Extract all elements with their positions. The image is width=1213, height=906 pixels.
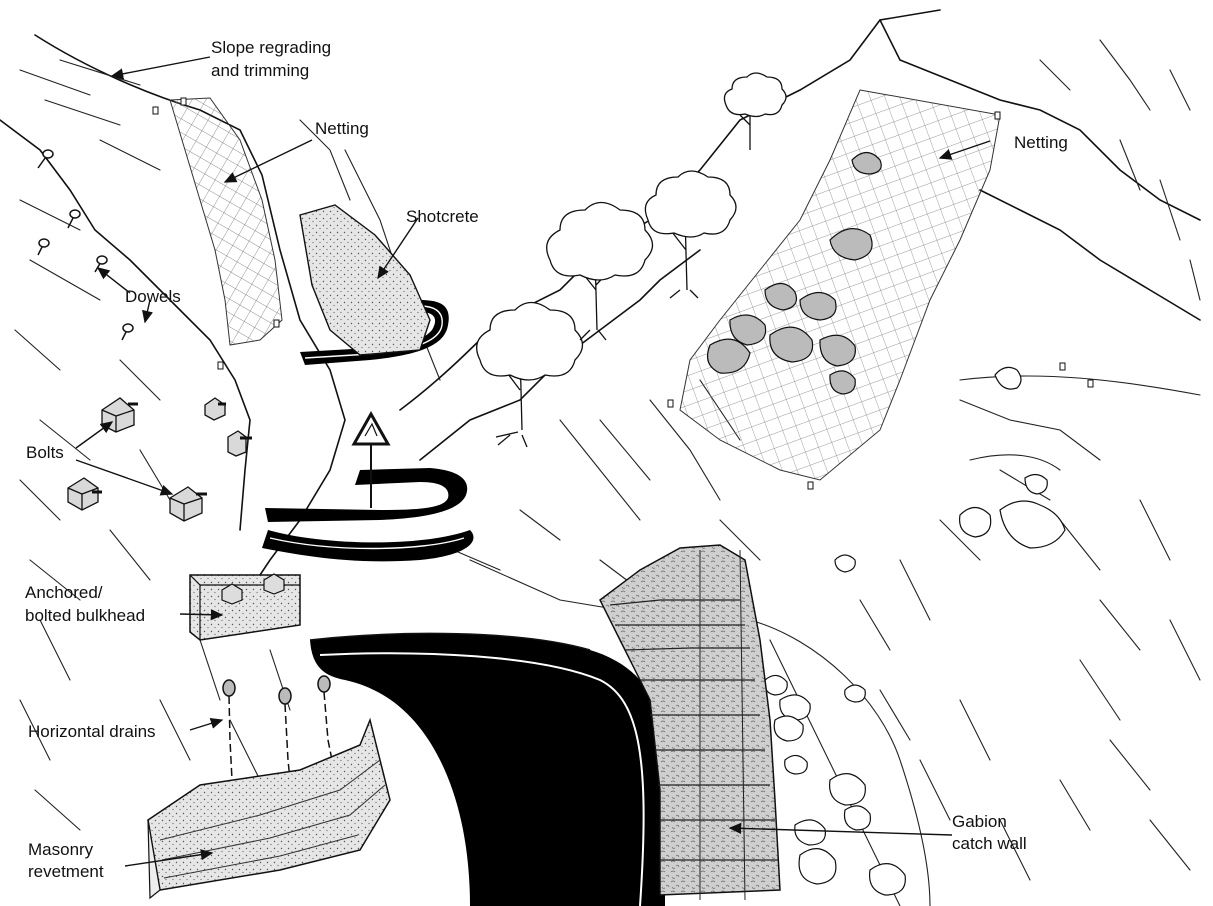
bolts xyxy=(68,398,252,521)
dowels xyxy=(38,150,133,340)
label-gabion-line2: catch wall xyxy=(952,834,1027,853)
road-middle xyxy=(265,468,467,522)
netting-left-mesh xyxy=(170,98,282,345)
label-horizontal-drains: Horizontal drains xyxy=(28,722,156,741)
bolt-block xyxy=(102,398,138,432)
label-slope-regrading-line2: and trimming xyxy=(211,61,309,80)
label-gabion-line1: Gabion xyxy=(952,812,1007,831)
bolt-block xyxy=(68,478,102,510)
netting-right-mesh xyxy=(680,90,1000,480)
shotcrete-panel xyxy=(300,205,430,355)
label-slope-regrading-line1: Slope regrading xyxy=(211,38,331,57)
anchored-bulkhead xyxy=(190,574,300,640)
label-masonry-line1: Masonry xyxy=(28,840,94,859)
bolt-block xyxy=(170,487,207,521)
label-netting-left: Netting xyxy=(315,119,369,138)
label-masonry-line2: revetment xyxy=(28,862,104,881)
label-dowels: Dowels xyxy=(125,287,181,306)
label-netting-right: Netting xyxy=(1014,133,1068,152)
tree-4 xyxy=(724,73,786,150)
warning-sign-icon xyxy=(354,414,388,508)
label-shotcrete: Shotcrete xyxy=(406,207,479,226)
bolt-block xyxy=(205,398,226,420)
label-bolts: Bolts xyxy=(26,443,64,462)
label-bulkhead-line1: Anchored/ xyxy=(25,583,103,602)
masonry-revetment xyxy=(148,720,390,898)
tree-3 xyxy=(645,171,736,298)
tree-1 xyxy=(477,303,583,448)
label-bulkhead-line2: bolted bulkhead xyxy=(25,606,145,625)
